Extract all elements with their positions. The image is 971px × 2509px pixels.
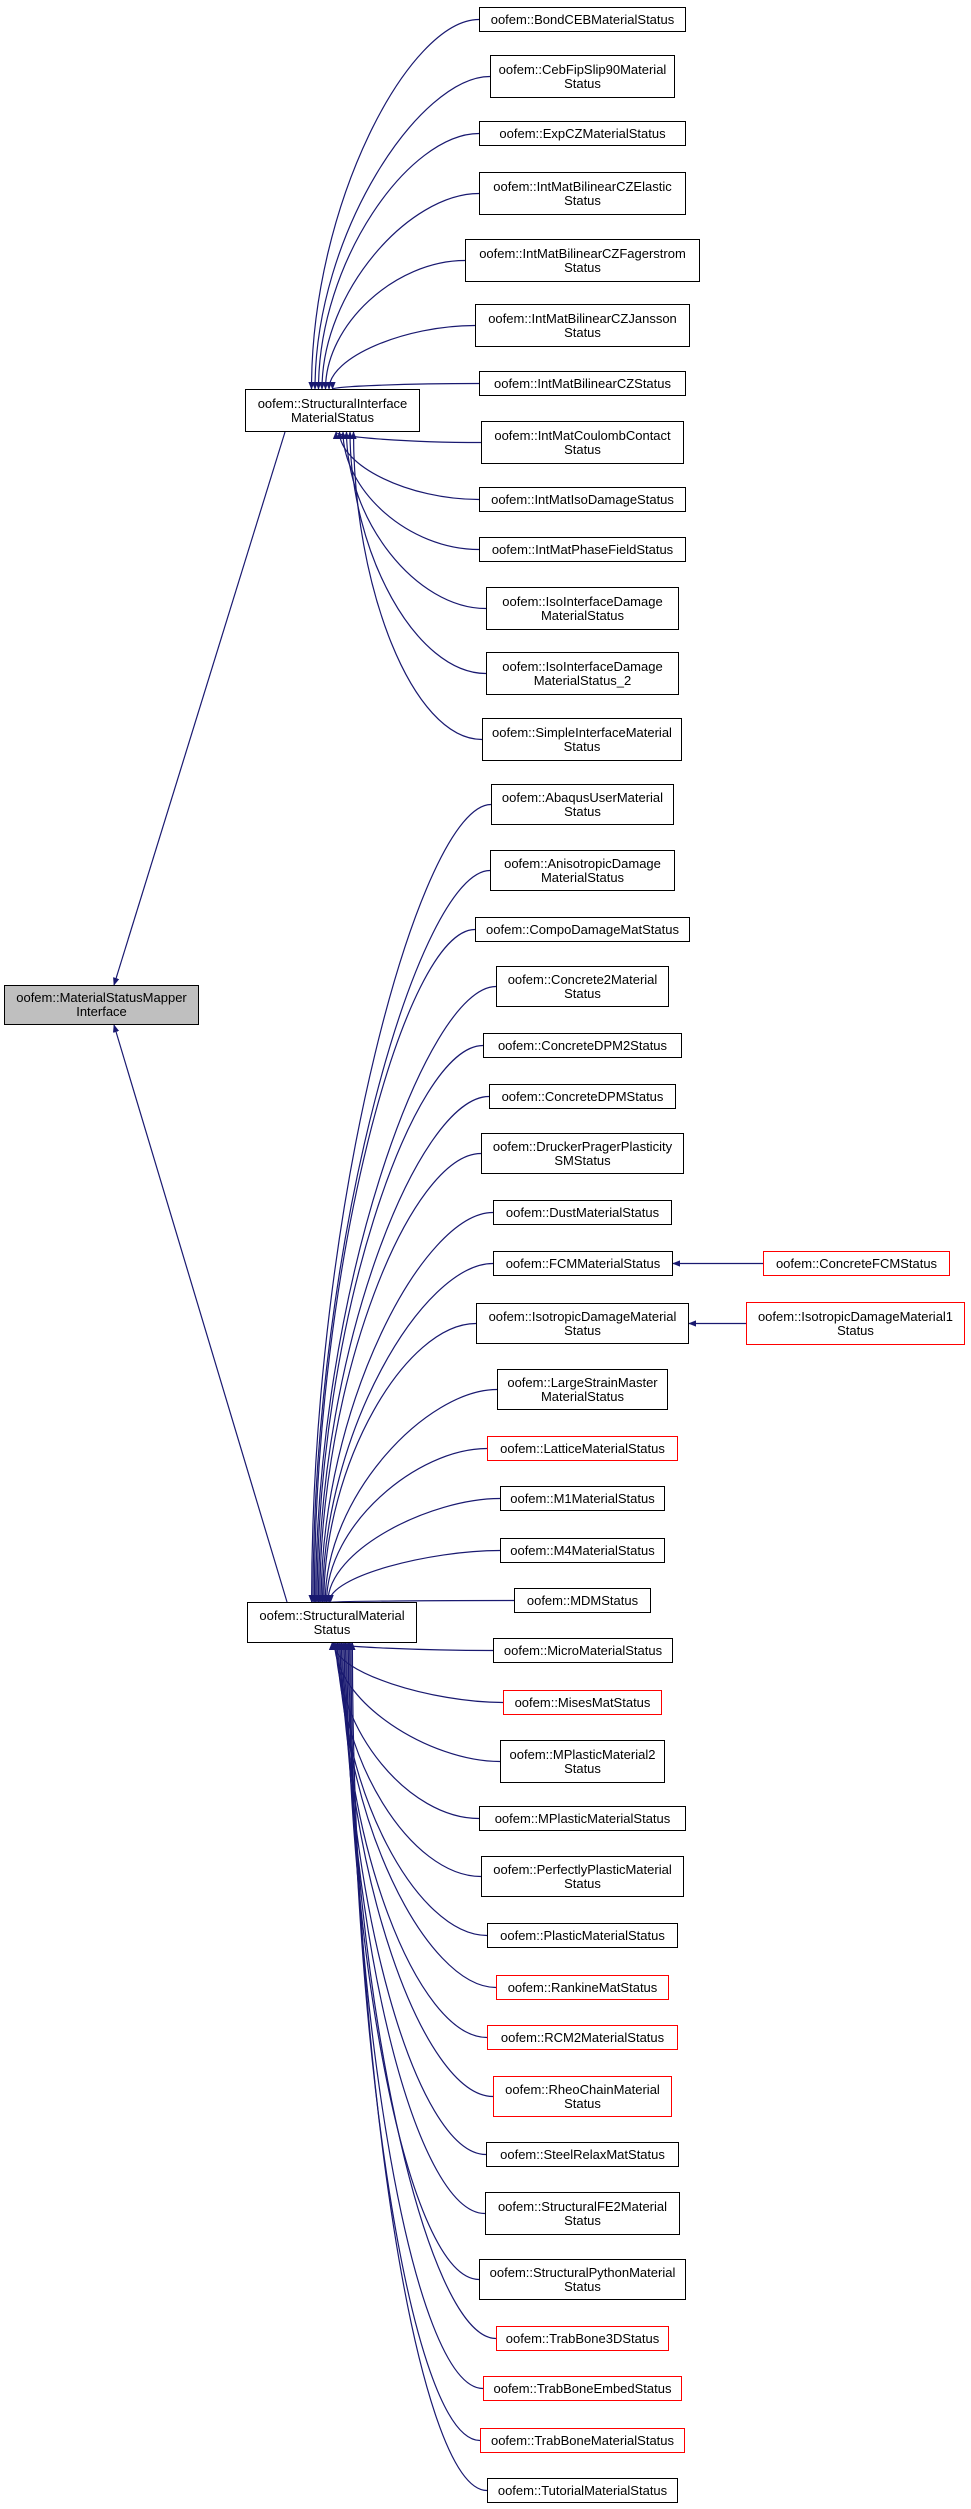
- structural-edge-6: [316, 1152, 482, 1603]
- node-concrete-fcm-status[interactable]: oofem::ConcreteFCMStatus: [763, 1251, 950, 1276]
- interface-edge-11: [346, 431, 487, 675]
- node-abaqus-user-material-status[interactable]: oofem::AbaqusUserMaterial Status: [491, 784, 674, 825]
- structural-edge-15: [328, 1642, 494, 1652]
- root-node-material-status-mapper-interface: oofem::MaterialStatusMapper Interface: [4, 985, 199, 1025]
- node-micro-material-status[interactable]: oofem::MicroMaterialStatus: [493, 1638, 673, 1663]
- interface-edge-4: [322, 259, 466, 390]
- structural-edge-27: [345, 1642, 497, 2340]
- node-mdm-status[interactable]: oofem::MDMStatus: [514, 1588, 651, 1613]
- structural-edge-25: [342, 1642, 486, 2215]
- node-large-strain-master-material-status[interactable]: oofem::LargeStrainMaster MaterialStatus: [497, 1369, 668, 1410]
- node-intmat-bilinear-cz-elastic-status[interactable]: oofem::IntMatBilinearCZElastic Status: [479, 172, 686, 215]
- node-steel-relax-mat-status[interactable]: oofem::SteelRelaxMatStatus: [486, 2142, 679, 2167]
- interface-edge-9: [339, 431, 480, 551]
- structural-edge-29: [347, 1642, 481, 2442]
- node-trab-bone-material-status[interactable]: oofem::TrabBoneMaterialStatus: [480, 2428, 685, 2453]
- structural-edge-14: [328, 1594, 515, 1603]
- structural-edge-8: [319, 1262, 494, 1603]
- node-anisotropic-damage-material-status[interactable]: oofem::AnisotropicDamage MaterialStatus: [490, 850, 675, 891]
- structural-edge-2: [311, 928, 476, 1603]
- node-concrete-dpm-status[interactable]: oofem::ConcreteDPMStatus: [489, 1084, 676, 1109]
- node-intmat-bilinear-cz-fagerstrom-status[interactable]: oofem::IntMatBilinearCZFagerstrom Status: [465, 239, 700, 282]
- interface-edge-12: [350, 431, 483, 741]
- node-mises-mat-status[interactable]: oofem::MisesMatStatus: [503, 1690, 662, 1715]
- structural-edge-19: [334, 1642, 482, 1878]
- structural-edge-3: [312, 985, 497, 1603]
- node-isotropic-damage-material-status[interactable]: oofem::IsotropicDamageMaterial Status: [476, 1303, 689, 1344]
- node-m4-material-status[interactable]: oofem::M4MaterialStatus: [500, 1538, 665, 1563]
- node-rcm2-material-status[interactable]: oofem::RCM2MaterialStatus: [487, 2025, 678, 2050]
- structural-edge-28: [346, 1642, 484, 2390]
- node-rheo-chain-material-status[interactable]: oofem::RheoChainMaterial Status: [493, 2076, 672, 2117]
- node-simple-interface-material-status[interactable]: oofem::SimpleInterfaceMaterial Status: [482, 718, 682, 761]
- node-iso-interface-damage-material-status-2[interactable]: oofem::IsoInterfaceDamage MaterialStatus…: [486, 652, 679, 695]
- node-trab-bone-embed-status[interactable]: oofem::TrabBoneEmbedStatus: [483, 2376, 682, 2401]
- node-structural-material-status[interactable]: oofem::StructuralMaterial Status: [247, 1602, 417, 1643]
- edge-interface-to-root: [113, 431, 286, 986]
- node-concrete-dpm2-status[interactable]: oofem::ConcreteDPM2Status: [483, 1033, 682, 1058]
- structural-edge-1: [309, 869, 491, 1603]
- structural-edge-23: [339, 1642, 494, 2098]
- node-cebfip-slip90-material-status[interactable]: oofem::CebFipSlip90Material Status: [490, 55, 675, 98]
- structural-edge-0: [308, 803, 492, 1603]
- interface-edge-3: [318, 192, 480, 390]
- structural-edge-24: [341, 1642, 487, 2156]
- node-exp-cz-material-status[interactable]: oofem::ExpCZMaterialStatus: [479, 121, 686, 146]
- edge-structural-to-root: [113, 1024, 288, 1603]
- node-intmat-phase-field-status[interactable]: oofem::IntMatPhaseFieldStatus: [479, 537, 686, 562]
- structural-edge-16: [330, 1642, 504, 1704]
- interface-edge-8: [336, 431, 480, 501]
- node-bond-ceb-material-status[interactable]: oofem::BondCEBMaterialStatus: [479, 7, 686, 32]
- node-intmat-iso-damage-status[interactable]: oofem::IntMatIsoDamageStatus: [479, 487, 686, 512]
- interface-edge-7: [332, 431, 482, 444]
- node-perfectly-plastic-material-status[interactable]: oofem::PerfectlyPlasticMaterial Status: [481, 1856, 684, 1897]
- node-mplastic-material-status[interactable]: oofem::MPlasticMaterialStatus: [479, 1806, 686, 1831]
- node-intmat-coulomb-contact-status[interactable]: oofem::IntMatCoulombContact Status: [481, 421, 684, 464]
- node-plastic-material-status[interactable]: oofem::PlasticMaterialStatus: [487, 1923, 678, 1948]
- node-compo-damage-mat-status[interactable]: oofem::CompoDamageMatStatus: [475, 917, 690, 942]
- interface-edge-0: [308, 18, 480, 390]
- structural-edge-13: [326, 1549, 501, 1603]
- node-rankine-mat-status[interactable]: oofem::RankineMatStatus: [496, 1975, 669, 2000]
- interface-edge-6: [329, 381, 480, 390]
- node-intmat-bilinear-cz-status[interactable]: oofem::IntMatBilinearCZStatus: [479, 371, 686, 396]
- structural-edge-7: [317, 1211, 494, 1603]
- node-structural-interface-material-status[interactable]: oofem::StructuralInterface MaterialStatu…: [245, 389, 420, 432]
- structural-edge-5: [315, 1095, 490, 1603]
- node-drucker-prager-plasticity-sm-status[interactable]: oofem::DruckerPragerPlasticity SMStatus: [481, 1133, 684, 1174]
- interface-edge-1: [311, 75, 491, 390]
- node-concrete2-material-status[interactable]: oofem::Concrete2Material Status: [496, 966, 669, 1007]
- structural-edge-26: [343, 1642, 480, 2281]
- node-structural-fe2-material-status[interactable]: oofem::StructuralFE2Material Status: [485, 2192, 680, 2235]
- node-tutorial-material-status[interactable]: oofem::TutorialMaterialStatus: [487, 2478, 678, 2503]
- node-lattice-material-status[interactable]: oofem::LatticeMaterialStatus: [487, 1436, 678, 1461]
- node-m1-material-status[interactable]: oofem::M1MaterialStatus: [500, 1486, 665, 1511]
- node-structural-python-material-status[interactable]: oofem::StructuralPythonMaterial Status: [479, 2259, 686, 2300]
- node-iso-interface-damage-material-status[interactable]: oofem::IsoInterfaceDamage MaterialStatus: [486, 587, 679, 630]
- node-fcm-material-status[interactable]: oofem::FCMMaterialStatus: [493, 1251, 673, 1276]
- node-intmat-bilinear-cz-jansson-status[interactable]: oofem::IntMatBilinearCZJansson Status: [475, 304, 690, 347]
- interface-edge-5: [325, 324, 476, 390]
- structural-edge-12: [324, 1497, 501, 1603]
- node-mplastic-material2-status[interactable]: oofem::MPlasticMaterial2 Status: [500, 1740, 665, 1783]
- structural-edge-10: [322, 1388, 498, 1603]
- interface-edge-2: [315, 132, 480, 390]
- structural-edge-17: [331, 1642, 501, 1763]
- interface-edge-10: [343, 431, 487, 610]
- structural-edge-30: [349, 1642, 488, 2492]
- structural-edge-9: [320, 1322, 477, 1603]
- structural-edge-4: [313, 1044, 484, 1603]
- node-dust-material-status[interactable]: oofem::DustMaterialStatus: [493, 1200, 672, 1225]
- node-isotropic-damage-material1-status[interactable]: oofem::IsotropicDamageMaterial1 Status: [746, 1302, 965, 1345]
- node-trab-bone-3d-status[interactable]: oofem::TrabBone3DStatus: [496, 2326, 669, 2351]
- structural-edge-11: [323, 1447, 488, 1603]
